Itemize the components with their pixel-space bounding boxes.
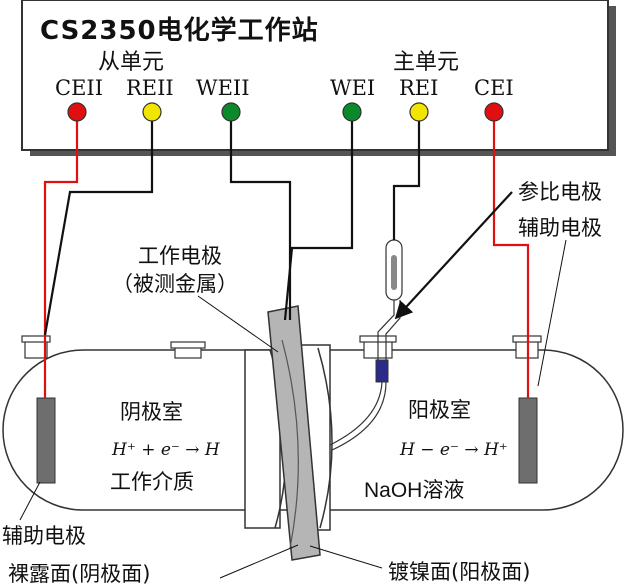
- bare-face-leader: [219, 544, 299, 579]
- terminal-label-rei: REI: [399, 76, 439, 100]
- anode-chamber-label: 阳极室: [408, 398, 471, 422]
- working-electrode-label: 工作电极: [138, 244, 222, 268]
- aux-electrode-left: [36, 397, 56, 484]
- wire-wei: [283, 116, 354, 321]
- wire-weii: [229, 116, 292, 320]
- cathode-equation: H⁺ + e⁻ → H: [112, 440, 220, 460]
- instrument-title: CS2350电化学工作站: [40, 16, 319, 46]
- reference-electrode: [329, 239, 403, 451]
- slave-unit-label: 从单元: [98, 50, 165, 75]
- cell-port-left: [21, 335, 51, 359]
- working-electrode-leader: [197, 295, 279, 353]
- anode-equation: H − e⁻ → H⁺: [400, 440, 508, 460]
- working-electrode-note: （被测金属）: [112, 272, 238, 296]
- bare-face-label: 裸露面(阴极面): [8, 562, 151, 586]
- terminal-rei[interactable]: [409, 102, 429, 122]
- anode-medium-label: NaOH溶液: [364, 479, 465, 502]
- master-unit-label: 主单元: [393, 50, 460, 75]
- instrument-box: [21, 0, 609, 151]
- terminal-label-ceii: CEII: [55, 76, 103, 100]
- wire-ceii: [43, 116, 79, 398]
- cathode-medium-label: 工作介质: [110, 470, 194, 494]
- cell-port-center: [170, 341, 206, 359]
- wire-reii: [43, 116, 154, 336]
- terminal-label-wei: WEI: [330, 76, 376, 100]
- nickel-face-leader: [309, 545, 383, 569]
- working-electrode-plate: [267, 305, 321, 561]
- cathode-chamber-label: 阴极室: [120, 400, 183, 424]
- aux-electrode-right: [518, 397, 538, 484]
- terminal-ceii[interactable]: [67, 102, 87, 122]
- wire-cei: [492, 116, 530, 398]
- aux-right-leader: [537, 239, 567, 387]
- terminal-weii[interactable]: [221, 102, 241, 122]
- aux-electrode-left-label: 辅助电极: [2, 524, 86, 548]
- nickel-face-label: 镀镍面(阳极面): [388, 560, 531, 584]
- terminal-label-reii: REII: [126, 76, 174, 100]
- aux-electrode-right-label: 辅助电极: [518, 216, 602, 240]
- terminal-label-weii: WEII: [196, 76, 250, 100]
- wire-rei: [392, 116, 421, 240]
- reference-electrode-label: 参比电极: [518, 180, 602, 204]
- terminal-wei[interactable]: [342, 102, 362, 122]
- terminal-label-cei: CEI: [474, 76, 514, 100]
- terminal-cei[interactable]: [484, 102, 504, 122]
- aux-left-leader: [19, 481, 41, 521]
- reference-arrow: [394, 191, 513, 320]
- terminal-reii[interactable]: [142, 102, 162, 122]
